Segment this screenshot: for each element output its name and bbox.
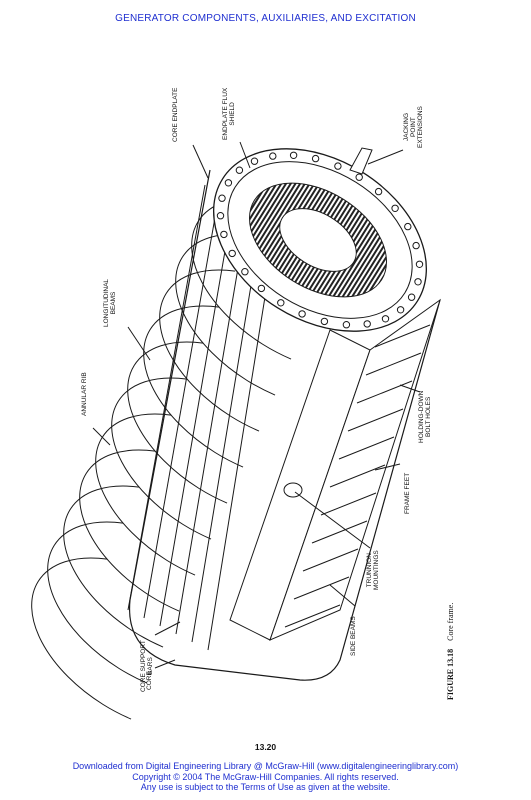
frame-foot-rib: [302, 548, 359, 572]
annular-rib-outline: [111, 377, 329, 553]
longitudinal-beam-line: [191, 224, 262, 643]
longitudinal-beam-line: [175, 214, 248, 635]
figure-number: FIGURE 13.18: [446, 648, 455, 700]
footer-download-line: Downloaded from Digital Engineering Libr…: [72, 761, 459, 771]
annular-rib-outline: [79, 449, 297, 625]
running-header: GENERATOR COMPONENTS, AUXILIARIES, AND E…: [115, 13, 416, 24]
endplate-bolt: [320, 317, 329, 326]
figure-caption: FIGURE 13.18 Core frame.: [446, 603, 455, 700]
annular-rib-outline: [63, 485, 281, 661]
endplate-bolt: [218, 194, 226, 202]
label-side-beams: SIDE BEAMS: [350, 616, 357, 656]
endplate-bolt: [216, 212, 225, 220]
figure-caption-text: Core frame.: [446, 602, 455, 641]
longitudinal-beam-line: [159, 204, 234, 627]
endplate-bolt: [257, 284, 266, 293]
endplate-bolt: [415, 260, 424, 268]
annular-rib-outline: [47, 521, 265, 697]
annular-rib-outline: [175, 233, 393, 409]
frame-foot-rib: [311, 520, 368, 544]
endplate-bolt: [381, 315, 390, 323]
endplate-bolt: [412, 241, 420, 250]
frame-foot-rib: [320, 492, 377, 516]
annular-rib-outline: [127, 341, 345, 517]
frame-foot-rib: [284, 604, 341, 628]
endplate-bolt: [355, 173, 363, 181]
frame-foot-rib: [356, 380, 413, 404]
endplate-bolt: [407, 293, 416, 301]
longitudinal-beam-line: [143, 194, 220, 619]
label-frame-feet: FRAME FEET: [404, 472, 411, 514]
longitudinal-beam-line: [127, 184, 206, 611]
endplate-bolt: [334, 162, 342, 170]
endplate-bolt: [224, 179, 233, 187]
footer-copyright-line: Copyright © 2004 The McGraw-Hill Compani…: [132, 771, 399, 782]
endplate-bolt: [374, 187, 383, 196]
label-annular-rib: ANNULAR RIB: [81, 372, 88, 416]
endplate-bolt: [241, 268, 249, 276]
longitudinal-beam-line: [207, 234, 276, 651]
annular-rib-outline: [31, 557, 249, 730]
endplate-bolt: [277, 299, 285, 307]
endplate-bolt: [391, 204, 399, 213]
frame-foot-rib: [293, 576, 350, 600]
endplate-bolt: [342, 321, 351, 329]
label-core-endplate: CORE ENDPLATE: [172, 87, 179, 142]
annular-rib-outline: [143, 305, 361, 481]
frame-foot-rib: [374, 324, 431, 348]
frame-foot-rib: [347, 408, 404, 432]
endplate-bolt: [228, 249, 236, 258]
endplate-bolt: [235, 166, 244, 174]
footer-terms-line: Any use is subject to the Terms of Use a…: [140, 782, 391, 792]
frame-foot-rib: [365, 352, 422, 376]
endplate-bolt: [396, 306, 405, 314]
endplate-bolt: [404, 222, 412, 231]
endplate-bolt: [414, 278, 422, 286]
annular-rib-outline: [159, 269, 377, 445]
core-frame-illustration: [31, 141, 441, 730]
frame-foot-rib: [338, 436, 395, 460]
frame-foot-rib: [329, 464, 386, 488]
endplate-bolt: [250, 157, 259, 165]
label-core: CORE: [146, 671, 153, 690]
page-number: 13.20: [254, 742, 277, 752]
endplate-bolt: [363, 320, 371, 328]
endplate-bolt: [289, 151, 298, 160]
endplate-bolt: [220, 230, 228, 239]
endplate-bolt: [311, 154, 320, 163]
endplate-bolt: [298, 310, 306, 318]
download-footer: Downloaded from Digital Engineering Libr…: [0, 761, 531, 793]
endplate-bolt: [269, 152, 277, 160]
